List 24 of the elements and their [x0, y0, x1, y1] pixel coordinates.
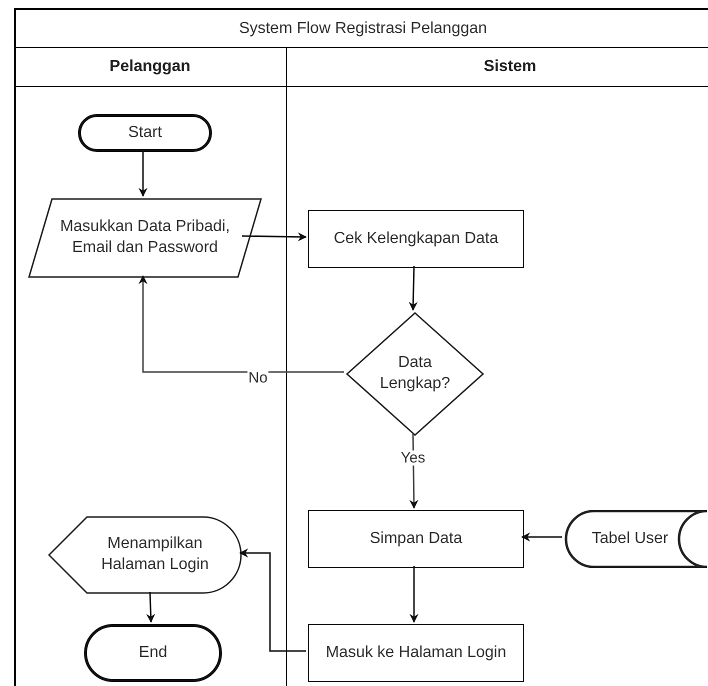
- terminator-shape: End: [84, 624, 222, 682]
- process-box: Cek Kelengkapan Data: [308, 210, 524, 268]
- lane-header: Pelanggan: [110, 57, 190, 77]
- swimlane-pool: [14, 8, 708, 686]
- arrow: [408, 266, 418, 311]
- arrow: [410, 566, 418, 623]
- edge-label: Yes: [400, 450, 426, 466]
- edge-label: No: [247, 370, 269, 386]
- arrow: [138, 150, 148, 197]
- lane-header: Sistem: [484, 57, 536, 77]
- node-label: Tabel User: [592, 528, 668, 549]
- node-label: Menampilkan Halaman Login: [100, 534, 210, 575]
- arrow: [242, 232, 307, 242]
- swimlane: [14, 48, 287, 686]
- process-box: Simpan Data: [308, 510, 524, 568]
- node-label: Masukkan Data Pribadi, Email dan Password: [59, 217, 231, 258]
- node-label: Data Lengkap?: [378, 353, 452, 394]
- pool-title: System Flow Registrasi Pelanggan: [238, 18, 488, 38]
- arrow: [138, 275, 344, 373]
- arrow: [521, 532, 562, 542]
- arrow: [239, 548, 306, 652]
- process-box: Masuk ke Halaman Login: [308, 624, 524, 682]
- arrow: [146, 592, 156, 623]
- terminator-shape: Start: [78, 114, 212, 152]
